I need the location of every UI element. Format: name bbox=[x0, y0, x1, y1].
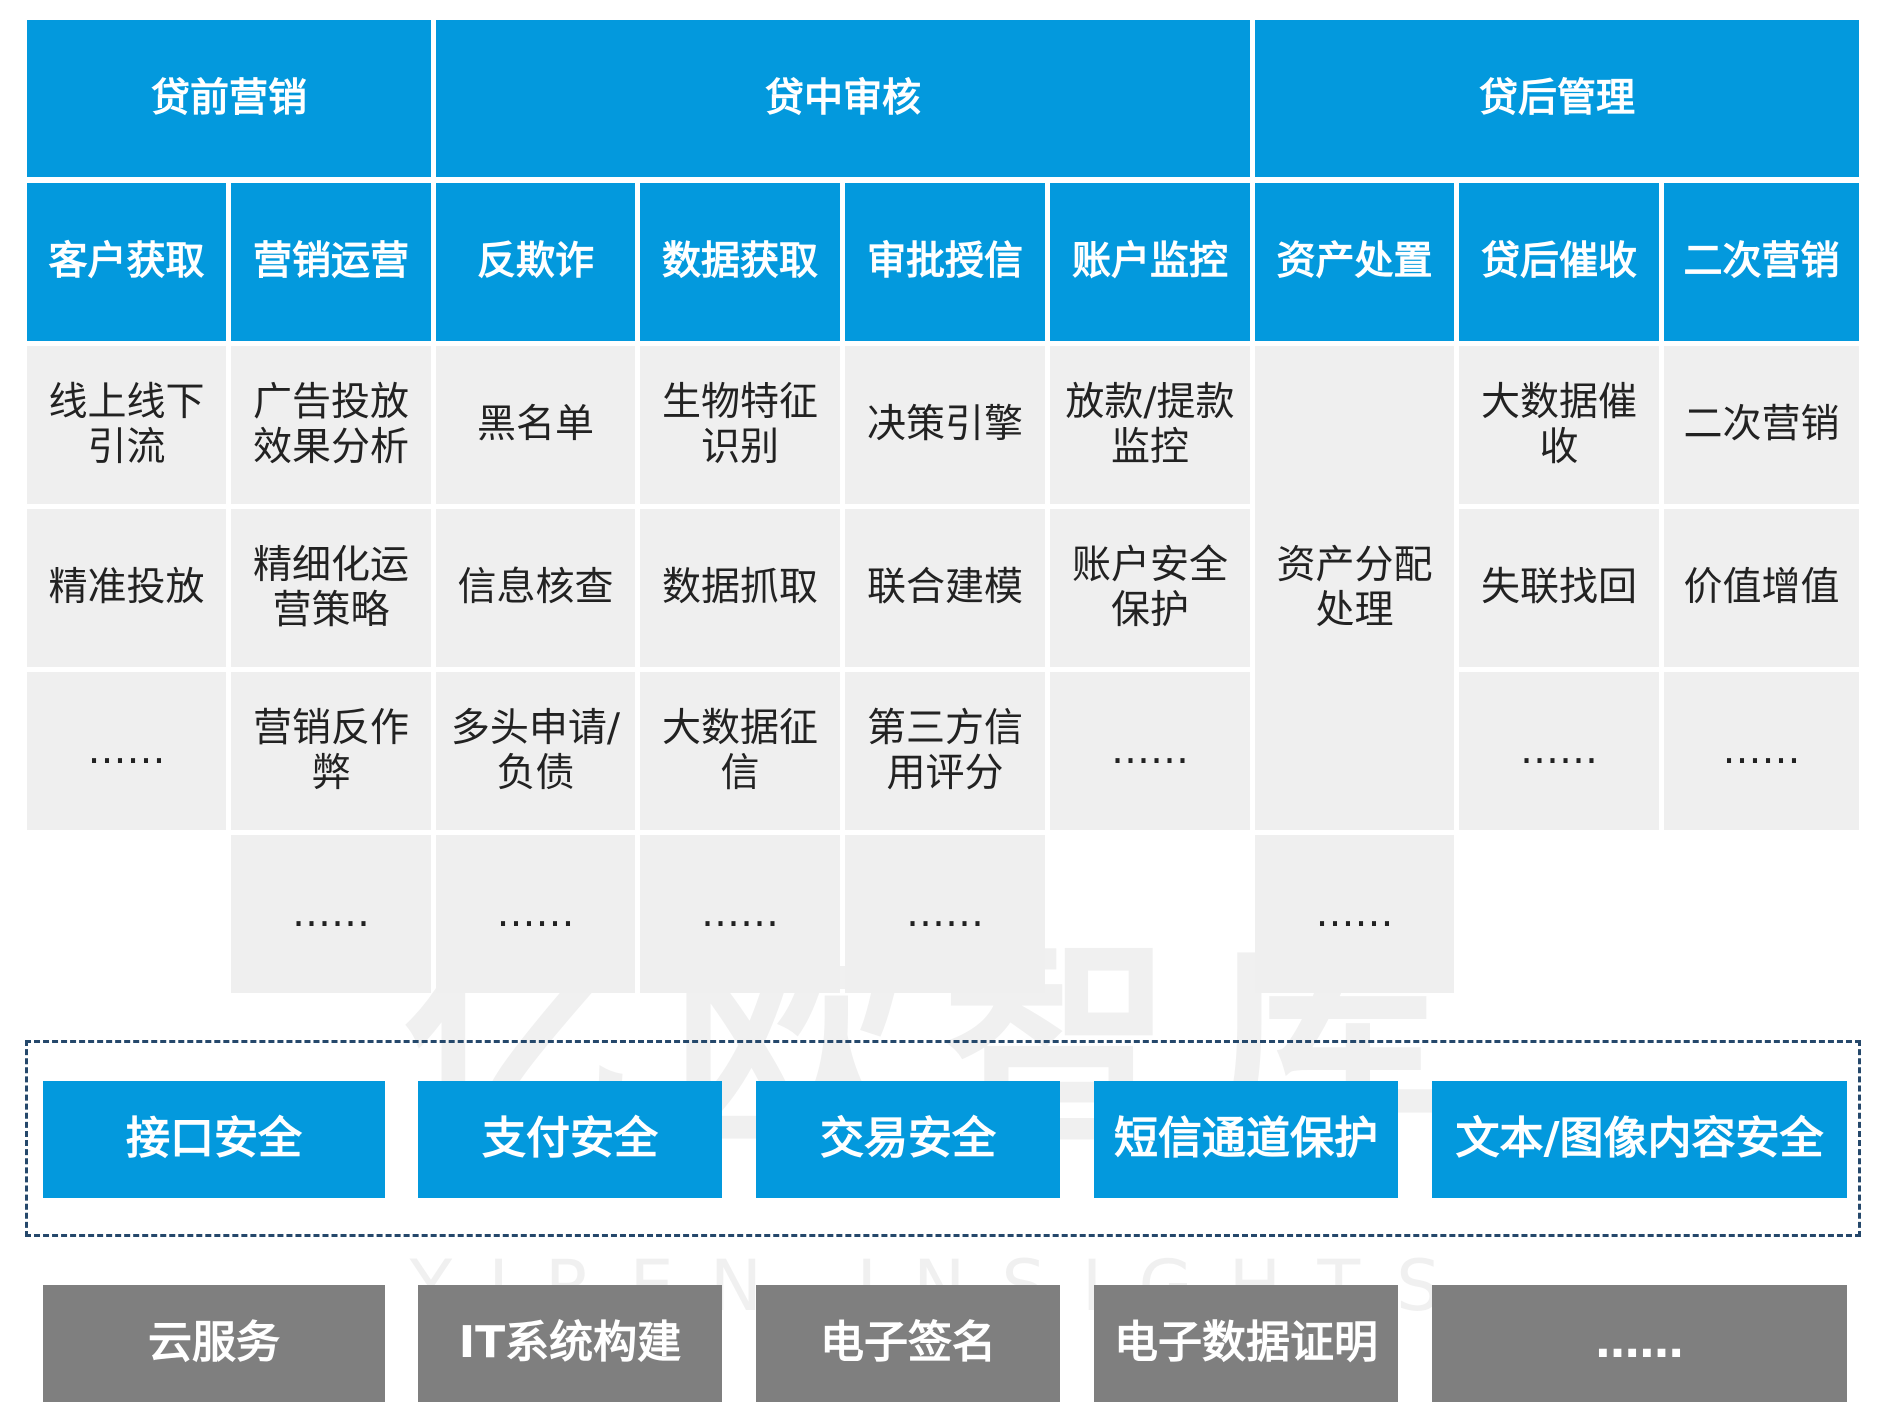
cell-more: …… bbox=[1050, 672, 1250, 830]
cell-decision-engine: 决策引擎 bbox=[845, 346, 1045, 504]
stage-in-loan: 贷中审核 bbox=[436, 20, 1250, 177]
security-layer-frame bbox=[25, 1040, 1861, 1237]
cell-more: …… bbox=[845, 835, 1045, 993]
infra-more: …… bbox=[1432, 1285, 1847, 1402]
col-header-data-acquisition: 数据获取 bbox=[640, 183, 840, 341]
cell-more: …… bbox=[231, 835, 431, 993]
cell-account-security: 账户安全保护 bbox=[1050, 509, 1250, 667]
cell-third-party-credit-score: 第三方信用评分 bbox=[845, 672, 1045, 830]
security-transaction: 交易安全 bbox=[756, 1081, 1060, 1198]
security-sms-channel: 短信通道保护 bbox=[1094, 1081, 1398, 1198]
stage-post-loan: 贷后管理 bbox=[1255, 20, 1859, 177]
col-header-secondary-marketing: 二次营销 bbox=[1664, 183, 1859, 341]
cell-lead-generation: 线上线下引流 bbox=[27, 346, 226, 504]
security-interface: 接口安全 bbox=[43, 1081, 385, 1198]
cell-big-data-credit: 大数据征信 bbox=[640, 672, 840, 830]
cell-marketing-anti-cheat: 营销反作弊 bbox=[231, 672, 431, 830]
infra-e-data-proof: 电子数据证明 bbox=[1094, 1285, 1398, 1402]
cell-value-added: 价值增值 bbox=[1664, 509, 1859, 667]
cell-refined-operation: 精细化运营策略 bbox=[231, 509, 431, 667]
cell-more: …… bbox=[1459, 672, 1659, 830]
col-header-anti-fraud: 反欺诈 bbox=[436, 183, 635, 341]
col-header-asset-disposal: 资产处置 bbox=[1255, 183, 1454, 341]
cell-data-scraping: 数据抓取 bbox=[640, 509, 840, 667]
infra-e-signature: 电子签名 bbox=[756, 1285, 1060, 1402]
infra-it-system: IT系统构建 bbox=[418, 1285, 722, 1402]
cell-blacklist: 黑名单 bbox=[436, 346, 635, 504]
cell-loan-withdrawal-monitoring: 放款/提款监控 bbox=[1050, 346, 1250, 504]
cell-more: …… bbox=[436, 835, 635, 993]
cell-precise-targeting: 精准投放 bbox=[27, 509, 226, 667]
infra-cloud-service: 云服务 bbox=[43, 1285, 385, 1402]
security-content: 文本/图像内容安全 bbox=[1432, 1081, 1847, 1198]
cell-secondary-marketing: 二次营销 bbox=[1664, 346, 1859, 504]
stage-pre-loan: 贷前营销 bbox=[27, 20, 431, 177]
security-payment: 支付安全 bbox=[418, 1081, 722, 1198]
col-header-approval-credit: 审批授信 bbox=[845, 183, 1045, 341]
cell-asset-allocation: 资产分配处理 bbox=[1255, 346, 1454, 830]
col-header-account-monitoring: 账户监控 bbox=[1050, 183, 1250, 341]
col-header-customer-acquisition: 客户获取 bbox=[27, 183, 226, 341]
cell-more: …… bbox=[1255, 835, 1454, 993]
cell-ad-effect-analysis: 广告投放效果分析 bbox=[231, 346, 431, 504]
col-header-marketing-operation: 营销运营 bbox=[231, 183, 431, 341]
cell-more: …… bbox=[1664, 672, 1859, 830]
cell-more: …… bbox=[27, 672, 226, 830]
cell-info-verification: 信息核查 bbox=[436, 509, 635, 667]
cell-more: …… bbox=[640, 835, 840, 993]
cell-joint-modeling: 联合建模 bbox=[845, 509, 1045, 667]
cell-multi-application: 多头申请/负债 bbox=[436, 672, 635, 830]
col-header-collection: 贷后催收 bbox=[1459, 183, 1659, 341]
cell-big-data-collection: 大数据催收 bbox=[1459, 346, 1659, 504]
cell-lost-contact-recovery: 失联找回 bbox=[1459, 509, 1659, 667]
cell-biometric-recognition: 生物特征识别 bbox=[640, 346, 840, 504]
